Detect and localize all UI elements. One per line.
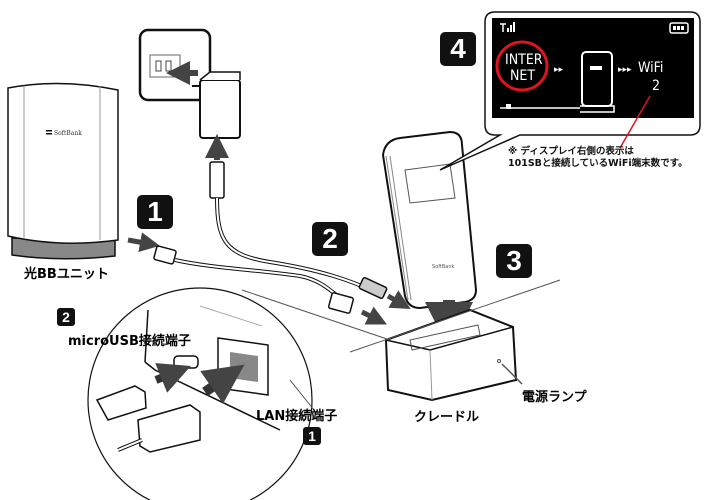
note-line-2: 101SBと接続しているWiFi端末数です。 bbox=[508, 158, 688, 169]
lcd-internet-line2: NET bbox=[510, 68, 535, 84]
highlight-circle bbox=[495, 40, 549, 92]
power-lamp-label: 電源ランプ bbox=[522, 390, 587, 405]
lcd-arrows-left: ▸▸ bbox=[554, 65, 564, 75]
bb-unit-brand: SoftBank bbox=[54, 130, 82, 137]
lcd-internet-line1: INTER bbox=[505, 52, 543, 68]
lcd-arrows-right: ▸▸▸ bbox=[618, 65, 632, 75]
microusb-port-hole bbox=[173, 355, 199, 369]
cradle bbox=[384, 308, 523, 402]
battery-icon bbox=[669, 22, 689, 34]
step-badge-4: 4 bbox=[440, 32, 476, 66]
router-brand: SoftBank bbox=[432, 264, 455, 270]
arrow-usb-to-cradle bbox=[386, 290, 411, 309]
power-lamp-led bbox=[497, 359, 501, 363]
microusb-port-label: microUSB接続端子 bbox=[68, 334, 191, 349]
ac-adapter bbox=[192, 71, 241, 139]
step-badge-1: 1 bbox=[137, 195, 173, 229]
signal-icon bbox=[500, 22, 515, 32]
display-callout: ▸▸ ▸▸▸ INTER NET WiFi 2 bbox=[439, 11, 701, 171]
lan-cable bbox=[127, 232, 354, 314]
callout-leader bbox=[619, 95, 651, 149]
lcd-wifi-label: WiFi bbox=[638, 60, 663, 76]
step-badge-1-detail: 1 bbox=[303, 427, 321, 445]
step-badge-2-detail: 2 bbox=[57, 308, 75, 326]
router-device: SoftBank bbox=[381, 130, 478, 310]
bb-unit-label: 光BBユニット bbox=[24, 267, 109, 282]
arrow-lan-to-cradle bbox=[360, 306, 387, 325]
lan-port-label: LAN接続端子 bbox=[256, 409, 338, 424]
lcd-wifi-count: 2 bbox=[652, 78, 660, 94]
step-badge-2: 2 bbox=[312, 222, 348, 256]
cradle-label: クレードル bbox=[414, 410, 480, 425]
detail-magnifier bbox=[87, 287, 391, 500]
note-line-1: ※ ディスプレイ右側の表示は bbox=[508, 146, 634, 157]
usb-cable bbox=[209, 161, 388, 300]
step-badge-3: 3 bbox=[496, 244, 532, 278]
bb-unit: SoftBank bbox=[7, 82, 119, 260]
